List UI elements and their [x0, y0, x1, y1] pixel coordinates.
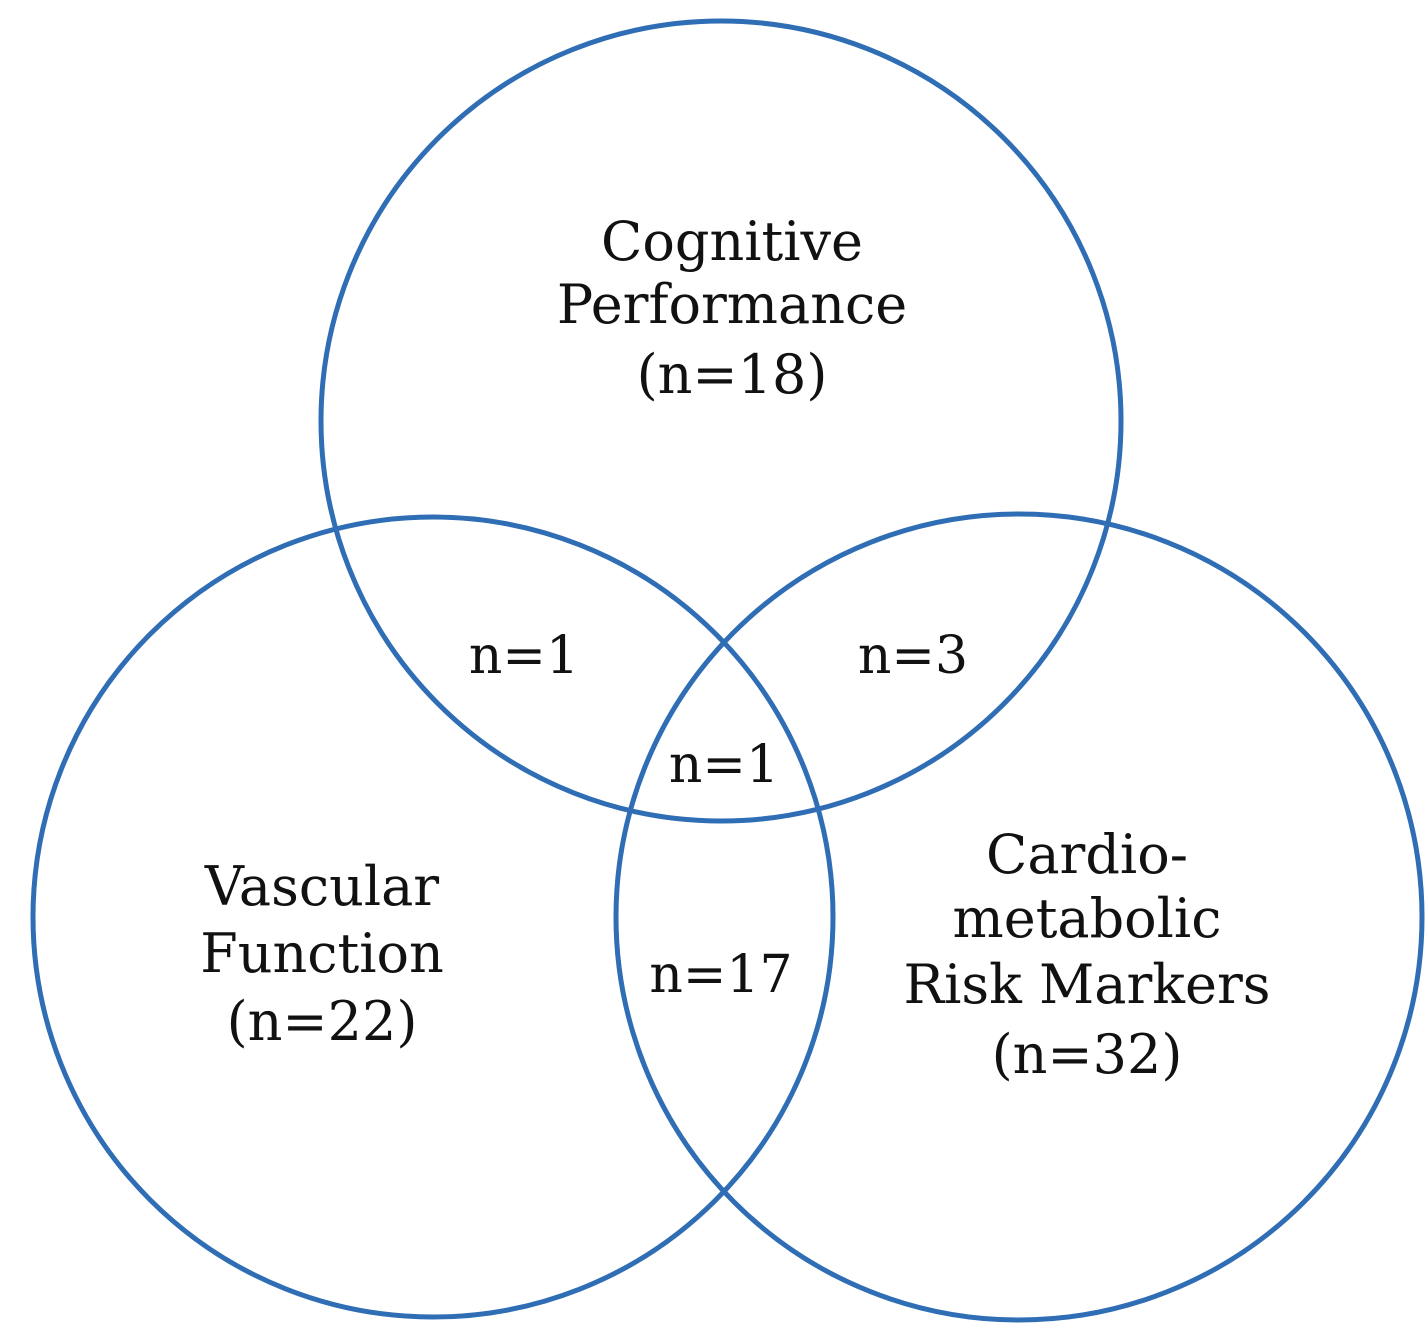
vascular-function-count: (n=22)	[227, 990, 418, 1053]
vascular-function-label-line: Vascular	[204, 855, 439, 918]
cognitive-performance-label: Cognitive Performance (n=18)	[557, 210, 907, 406]
cognitive-performance-label-line: Cognitive	[601, 210, 863, 273]
vascular-function-circle	[30, 514, 836, 1320]
cognitive-vascular-overlap-count: n=1	[469, 626, 579, 686]
cardiometabolic-risk-markers-label: Cardio- metabolic Risk Markers (n=32)	[903, 823, 1270, 1086]
cognitive-performance-label-line: Performance	[557, 273, 907, 336]
cardiometabolic-risk-markers-circle	[613, 511, 1425, 1323]
all-three-overlap-count: n=1	[669, 735, 779, 795]
vascular-function-label-line: Function	[200, 922, 444, 985]
cognitive-performance-count: (n=18)	[637, 343, 828, 406]
vascular-function-label: Vascular Function (n=22)	[200, 855, 444, 1053]
cardiometabolic-count: (n=32)	[992, 1023, 1183, 1086]
cognitive-performance-circle	[318, 18, 1124, 824]
cardiometabolic-label-line: metabolic	[953, 887, 1222, 950]
vascular-cardiometabolic-overlap-count: n=17	[649, 945, 792, 1005]
cardiometabolic-label-line: Risk Markers	[903, 953, 1270, 1016]
cognitive-cardiometabolic-overlap-count: n=3	[858, 626, 968, 686]
cardiometabolic-label-line: Cardio-	[986, 823, 1188, 886]
